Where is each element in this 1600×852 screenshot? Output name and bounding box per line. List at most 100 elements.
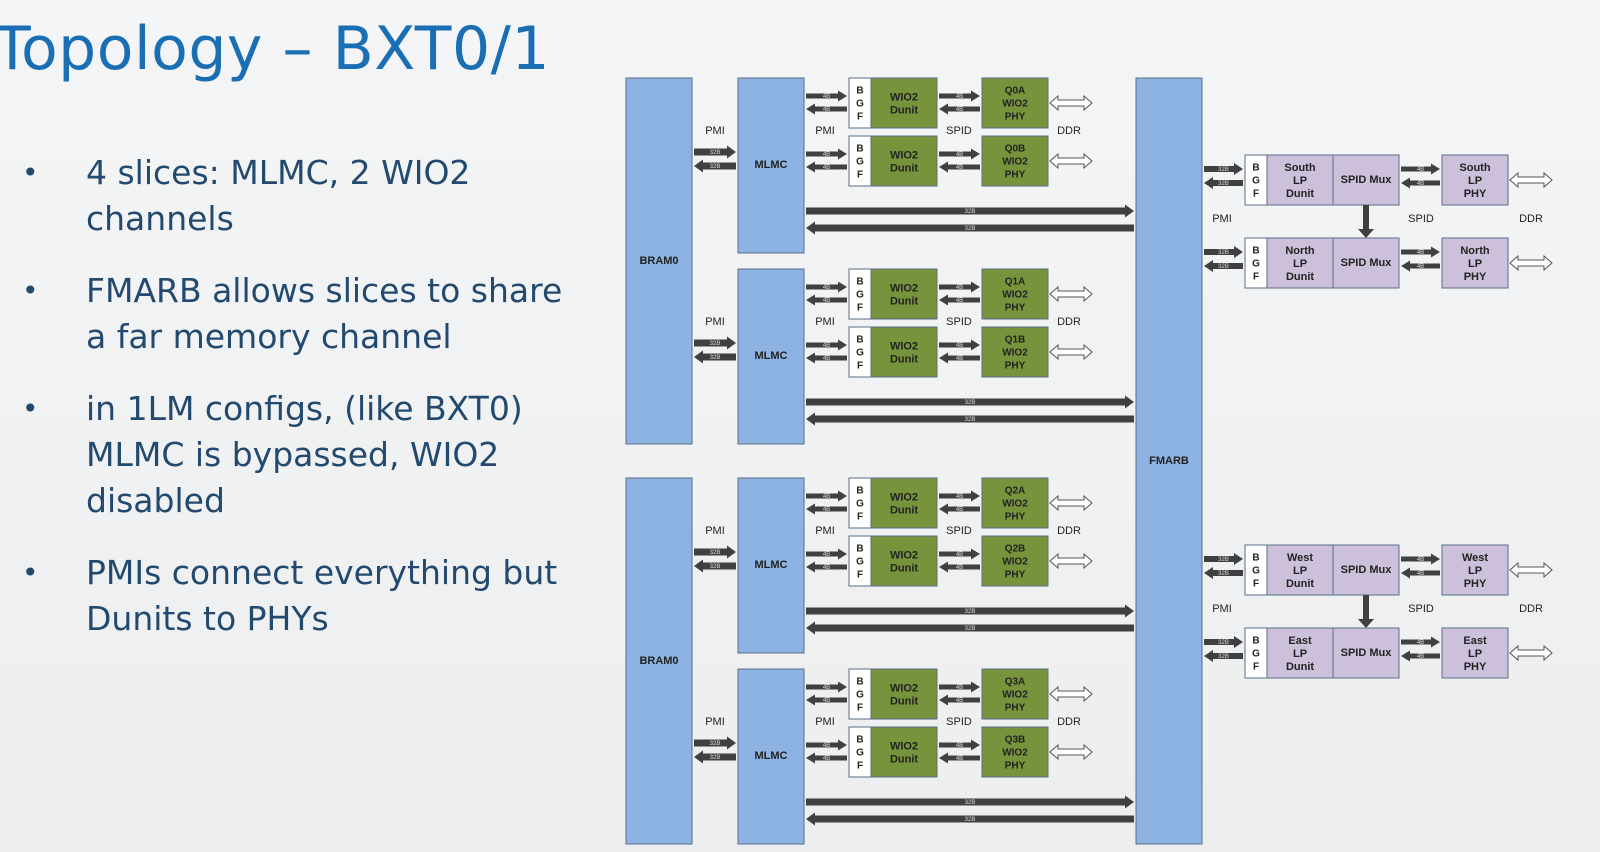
lp-phy-block [1441,627,1509,679]
lp-phy-port-arrow [1509,171,1553,189]
bus-width-label: 4B [956,507,963,513]
bus-width-label: 4B [956,285,963,291]
bgf-mlmc-bus [806,294,847,306]
pmi-label: PMI [705,525,725,537]
bus-width-label: 32B [1218,181,1229,187]
wio2-phy-block [981,477,1049,529]
bus-width-label: 4B [1417,167,1424,173]
spid-mux-label: SPID Mux [1341,647,1393,659]
bus-width-label: 4B [1417,181,1424,187]
fmarb-mlmc-bus [806,221,1134,235]
bus-width-label: 4B [1417,640,1424,646]
phy-dunit-bus [939,694,980,706]
mlmc-bram-bus [694,750,736,764]
ddr-port-arrow [1049,152,1093,170]
bram-mlmc-bus [694,336,736,350]
bullet-text: PMIs connect everything but Dunits to PH… [86,553,558,638]
bus-width-label: 4B [956,494,963,500]
bullet-text: in 1LM configs, (like BXT0) MLMC is bypa… [86,389,523,520]
dunit-phy-bus [939,548,980,560]
bram0-block-bottom [625,477,693,845]
phy-mux-bus [1401,650,1440,662]
bgf-mlmc-bus [806,694,847,706]
spid-mux-block [1332,154,1400,206]
ddr-port-arrow [1049,494,1093,512]
bus-width-label: 4B [823,343,830,349]
wio2-dunit-block [870,268,938,320]
bus-width-label: 32B [965,609,976,615]
bgf-fmarb-bus [1204,177,1243,189]
lp-dunit-block [1266,154,1334,206]
bus-width-label: 4B [823,507,830,513]
lp-phy-port-arrow [1509,254,1553,272]
fmarb-mlmc-bus [806,812,1134,826]
bus-width-label: 4B [956,152,963,158]
bus-width-label: 4B [823,565,830,571]
spid-label: SPID [946,716,972,728]
bus-width-label: 32B [1218,557,1229,563]
bram-mlmc-bus [694,736,736,750]
spid-label: SPID [946,525,972,537]
ddr-label: DDR [1519,603,1543,615]
bus-width-label: 4B [823,756,830,762]
bus-width-label: 4B [956,565,963,571]
ddr-port-arrow [1049,285,1093,303]
phy-dunit-bus [939,103,980,115]
bullet-dot-icon: • [22,156,39,189]
bus-width-label: 32B [965,226,976,232]
mlmc-bgf-bus [806,681,847,693]
bus-width-label: 4B [956,698,963,704]
wio2-dunit-block [870,135,938,187]
mlmc-fmarb-bus [806,204,1134,218]
wio2-phy-block [981,135,1049,187]
slide-title: Topology – BXT0/1 [0,14,550,84]
mlmc-label: MLMC [755,750,788,762]
wio2-phy-block [981,668,1049,720]
fmarb-mlmc-bus [806,621,1134,635]
mlmc-bgf-bus [806,548,847,560]
bgf-mlmc-bus [806,561,847,573]
bus-width-label: 4B [823,298,830,304]
bram-mlmc-bus [694,545,736,559]
dunit-phy-bus [939,281,980,293]
bgf-fmarb-bus [1204,260,1243,272]
bus-width-label: 4B [823,165,830,171]
mux-phy-bus [1401,163,1440,175]
bus-width-label: 4B [956,743,963,749]
fmarb-bgf-bus [1204,163,1243,175]
dunit-phy-bus [939,490,980,502]
bullet-text: 4 slices: MLMC, 2 WIO2 channels [86,153,471,238]
bus-width-label: 4B [823,685,830,691]
mux-phy-bus [1401,636,1440,648]
spid-mux-label: SPID Mux [1341,257,1393,269]
mlmc-bram-bus [694,350,736,364]
mux-phy-bus [1401,553,1440,565]
bus-width-label: 4B [956,94,963,100]
bus-width-label: 32B [1218,654,1229,660]
ddr-port-arrow [1049,343,1093,361]
pmi-label: PMI [705,316,725,328]
phy-dunit-bus [939,161,980,173]
pmi-label: PMI [1212,603,1232,615]
bus-width-label: 4B [1417,250,1424,256]
mlmc-bgf-bus [806,90,847,102]
bus-width-label: 32B [710,164,721,170]
spid-label: SPID [946,125,972,137]
fmarb-bgf-bus [1204,553,1243,565]
bullet-text: FMARB allows slices to share a far memor… [86,271,563,356]
ddr-label: DDR [1057,316,1081,328]
pmi-label: PMI [815,525,835,537]
wio2-phy-block [981,726,1049,778]
lp-phy-block [1441,154,1509,206]
dunit-phy-bus [939,739,980,751]
bgf-mlmc-bus [806,352,847,364]
